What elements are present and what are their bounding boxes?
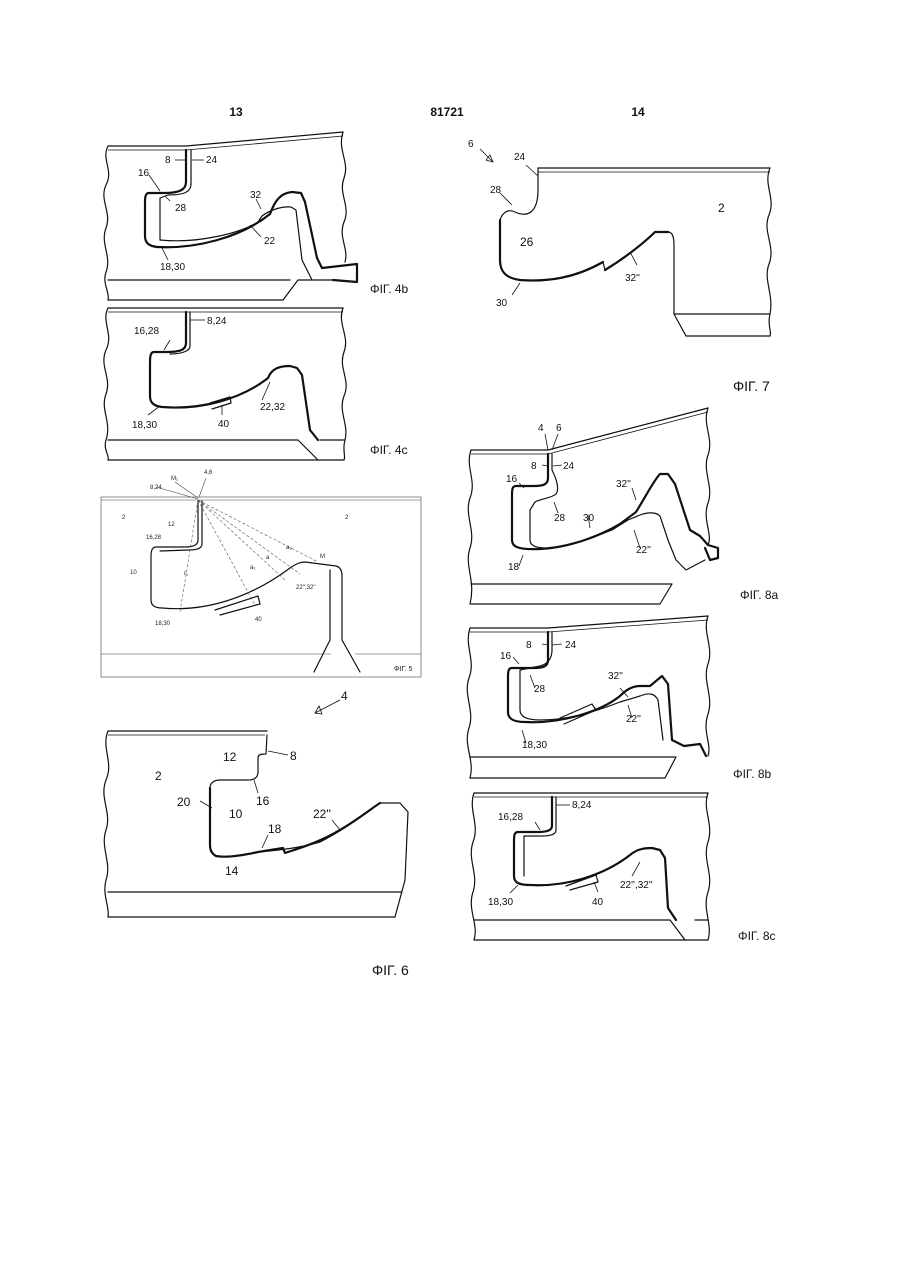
ref-label: 16,28 [134,326,159,337]
figure-caption: ΦΙΓ. 5 [394,666,413,673]
ref-label: 30 [583,513,595,524]
ref-label: 10 [130,570,137,576]
figure-5: 4,6 M₁ 8,24 2 12 16,28 10 18,30 40 r₁ a₁… [101,470,421,677]
ref-label: 8 [290,749,297,763]
ref-label: 10 [229,807,243,821]
ref-label: 4 [538,423,544,434]
ref-label: 26 [520,235,534,249]
ref-label: 22,32 [260,402,285,413]
figure-7: 6 24 28 2 26 30 32'' ΦΙΓ. 7 [468,139,771,394]
figure-caption: ΦΙΓ. 4b [370,282,409,296]
ref-label: 30 [496,298,508,309]
ref-label: 16 [500,651,512,662]
ref-label: 22'' [636,545,651,556]
ref-label: 28 [490,185,502,196]
ref-label: 22 [264,236,276,247]
page-number-right: 14 [631,105,645,119]
ref-label: 4,6 [204,470,213,476]
figure-8a: 4 6 8 24 16 32'' 28 30 22'' 18 ΦΙΓ. 8a [468,408,778,604]
ref-label: 18,30 [522,740,547,751]
figure-4b: 8 24 16 28 32 22 18,30 ΦΙΓ. 4b [104,132,409,300]
figure-4c: 8,24 16,28 18,30 40 22,32 ΦΙΓ. 4c [104,308,408,460]
ref-label: a₂ [286,545,292,551]
ref-label: a [266,555,270,561]
ref-label: 16 [138,168,150,179]
ref-label: 28 [534,684,546,695]
ref-label: 4 [341,689,348,703]
ref-label: 16 [506,474,518,485]
ref-label: 18 [268,822,282,836]
ref-label: 32 [250,190,262,201]
figure-caption: ΦΙΓ. 4c [370,443,408,457]
ref-label: 24 [565,640,577,651]
ref-label: M [320,554,325,560]
ref-label: 22'' [626,714,641,725]
ref-label: 8,24 [207,316,227,327]
ref-label: 18,30 [155,621,171,627]
ref-label: 18,30 [488,897,513,908]
ref-label: 40 [218,419,230,430]
figure-caption: ΦΙΓ. 7 [733,378,770,394]
ref-label: 24 [514,152,526,163]
ref-label: 40 [592,897,604,908]
page-number-left: 13 [229,105,243,119]
ref-label: 8,24 [572,800,592,811]
ref-label: 8 [526,640,532,651]
ref-label: 40 [255,617,262,623]
figure-caption: ΦΙΓ. 8a [740,588,779,602]
ref-label: a₁ [250,565,255,571]
ref-label: 18,30 [132,420,157,431]
ref-label: 28 [554,513,566,524]
figure-caption: ΦΙΓ. 8c [738,929,776,943]
ref-label: 2 [718,201,725,215]
ref-label: 18 [508,562,520,573]
figure-caption: ΦΙΓ. 8b [733,767,772,781]
ref-label: 8,24 [150,485,162,491]
ref-label: 12 [168,522,175,528]
ref-label: 2 [155,769,162,783]
ref-label: 12 [223,750,237,764]
ref-label: 6 [556,423,562,434]
ref-label: 6 [468,139,474,150]
figure-caption: ΦΙΓ. 6 [372,962,409,978]
ref-label: 2 [122,515,126,521]
ref-label: 22'' [313,807,331,821]
ref-label: 2 [345,515,349,521]
figure-8c: 8,24 16,28 18,30 40 22'',32'' ΦΙΓ. 8c [471,793,775,943]
ref-label: 32'' [625,273,640,284]
ref-label: 24 [206,155,218,166]
ref-label: 24 [563,461,575,472]
ref-label: 28 [175,203,187,214]
figure-6: 4 8 12 2 20 10 16 18 22'' 14 ΦΙΓ. 6 [104,689,409,978]
ref-label: 32'' [608,671,623,682]
ref-label: 14 [225,864,239,878]
ref-label: 18,30 [160,262,185,273]
patent-number: 81721 [430,105,464,119]
ref-label: 32'' [616,479,631,490]
ref-label: 22'',32'' [296,585,316,591]
ref-label: 8 [165,155,171,166]
ref-label: 16,28 [498,812,523,823]
ref-label: r₁ [184,571,188,577]
ref-label: 22'',32'' [620,880,653,891]
ref-label: 8 [531,461,537,472]
ref-label: 20 [177,795,191,809]
figure-8b: 8 24 16 32'' 28 22'' 18,30 ΦΙΓ. 8b [467,616,771,781]
ref-label: 16,28 [146,535,162,541]
ref-label: 16 [256,794,270,808]
ref-label: M₁ [171,476,178,482]
